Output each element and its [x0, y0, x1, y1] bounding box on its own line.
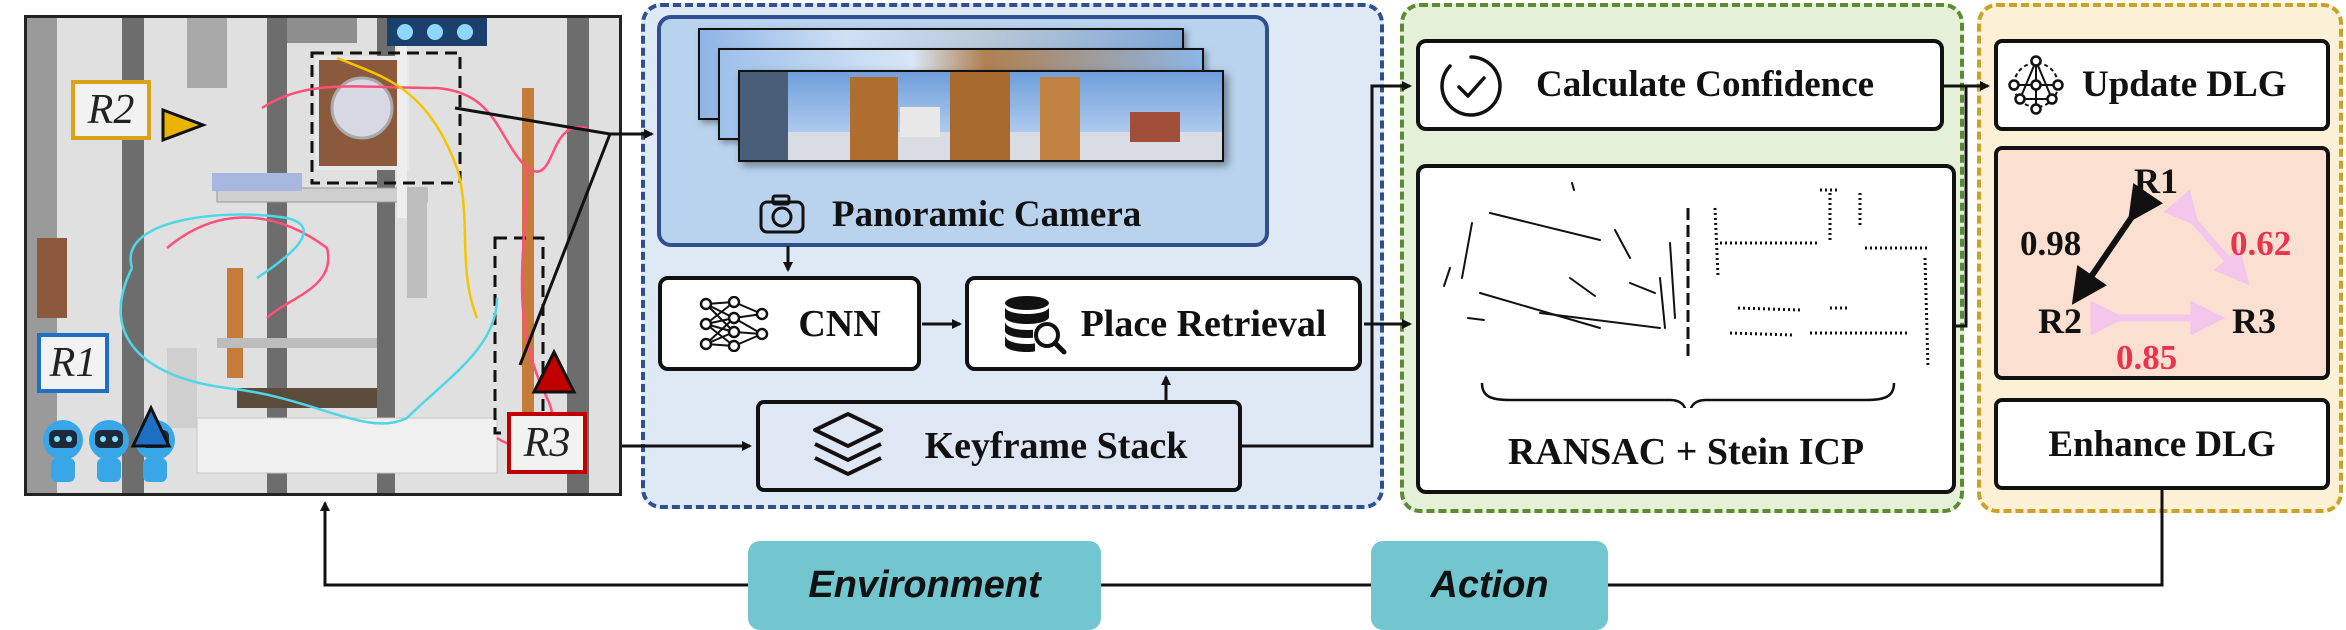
edge-r1-r3 — [2163, 189, 2250, 286]
graph-node-r2: R2 — [2038, 301, 2082, 341]
neural-network-icon — [700, 295, 769, 352]
edge-weight-r1-r3: 0.62 — [2230, 224, 2292, 263]
database-search-icon — [1004, 295, 1067, 354]
enhance-dlg-box: Enhance DLG — [1994, 398, 2330, 490]
cnn-box: CNN — [658, 276, 921, 371]
r2-marker-icon — [161, 107, 208, 143]
edge-weight-r1-r2: 0.98 — [2020, 224, 2082, 263]
graph-node-r1: R1 — [2134, 161, 2178, 201]
keyframe-stack-label: Keyframe Stack — [924, 425, 1188, 467]
environment-label: Environment — [748, 541, 1101, 630]
r3-marker-icon — [531, 348, 577, 394]
registration-method-label: RANSAC + Stein ICP — [1507, 431, 1865, 473]
update-dlg-box: Update DLG — [1994, 39, 2330, 131]
pointcloud-illustration — [1443, 182, 1930, 408]
robot-label-r2: R2 — [71, 80, 151, 140]
dlg-graph-box: R1 R2 R3 0.98 0.62 0.85 — [1994, 146, 2330, 380]
graph-node-r3: R3 — [2232, 301, 2276, 341]
robot-label-r3: R3 — [507, 412, 587, 474]
r1-marker-icon — [130, 404, 172, 448]
panoramic-camera-label: Panoramic Camera — [832, 194, 1142, 235]
place-retrieval-box: Place Retrieval — [965, 276, 1362, 371]
check-circle-icon — [1440, 55, 1502, 117]
calculate-confidence-box: Calculate Confidence — [1416, 39, 1944, 131]
cnn-label: CNN — [798, 302, 881, 345]
place-retrieval-label: Place Retrieval — [1080, 302, 1327, 345]
graph-globe-icon — [2008, 55, 2064, 115]
keyframe-stack-box: Keyframe Stack — [756, 400, 1242, 492]
dlg-graph-edges — [2071, 182, 2250, 336]
enhance-dlg-label: Enhance DLG — [2048, 423, 2276, 465]
robot-icons — [43, 420, 175, 482]
robot-label-r1: R1 — [37, 333, 109, 393]
calculate-confidence-label: Calculate Confidence — [1536, 64, 1875, 105]
registration-box: RANSAC + Stein ICP — [1416, 164, 1956, 494]
edge-weight-r2-r3: 0.85 — [2116, 338, 2178, 377]
edge-r1-r2 — [2071, 182, 2164, 305]
camera-icon — [758, 192, 806, 236]
layers-icon — [812, 412, 883, 476]
action-label: Action — [1371, 541, 1608, 630]
environment-map: R2 R1 R3 — [24, 15, 622, 496]
panorama-frame-front — [738, 70, 1224, 162]
update-dlg-label: Update DLG — [2082, 64, 2287, 105]
